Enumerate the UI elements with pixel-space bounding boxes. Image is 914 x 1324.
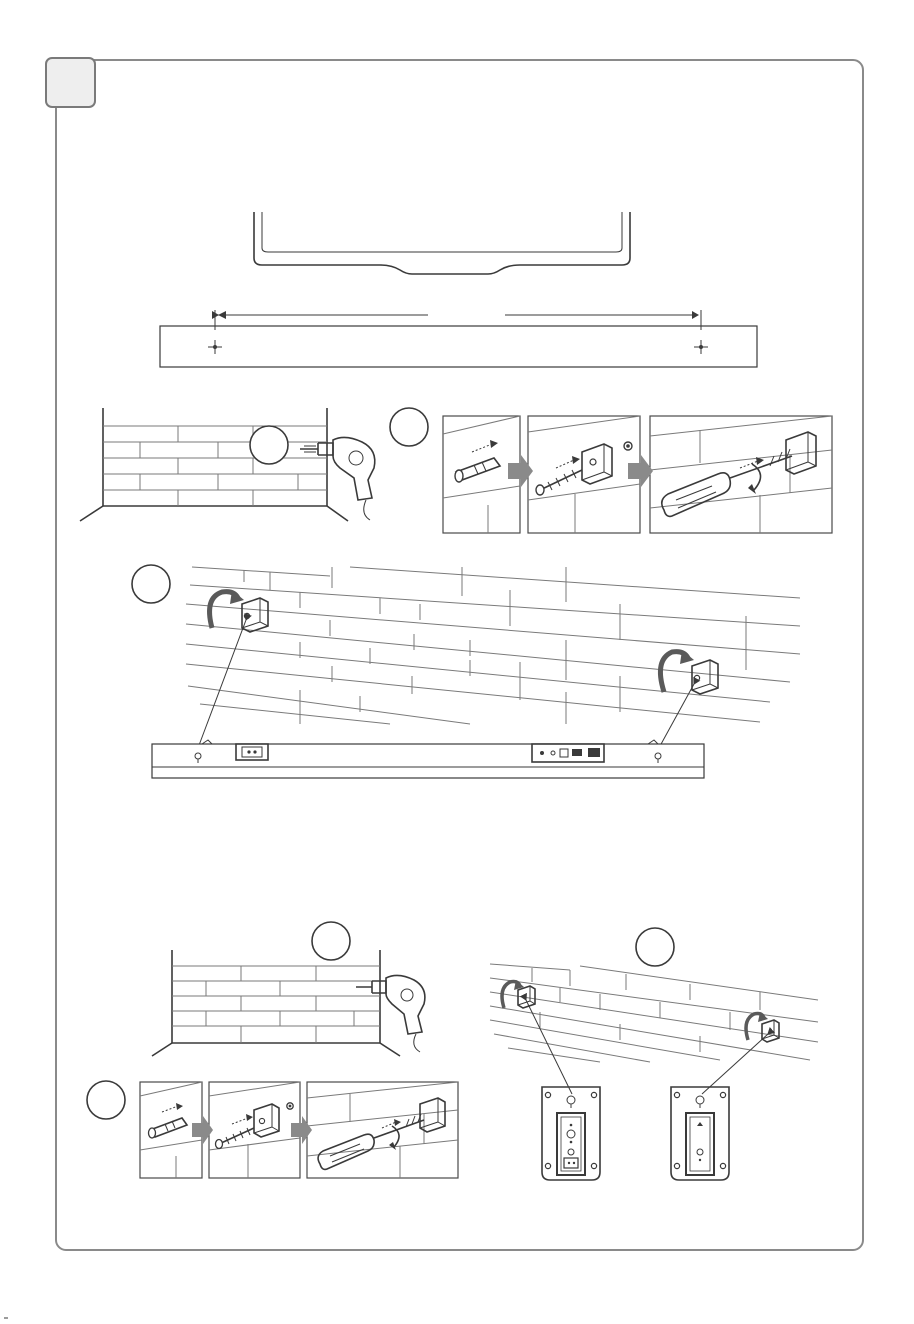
soundbar-back-panel — [152, 740, 704, 778]
speaker-back-panel-right — [671, 1087, 729, 1180]
rotate-arrow-icon — [746, 1012, 768, 1040]
power-socket-icon — [236, 744, 268, 760]
bracket-right — [762, 1020, 779, 1042]
io-panel-icon — [532, 744, 604, 762]
page-frame — [56, 60, 863, 1250]
soundbar-wall — [132, 565, 800, 748]
page-number-tab — [46, 58, 95, 107]
speaker-wall — [490, 928, 818, 1094]
step-badge-hang-speakers — [636, 928, 674, 966]
step-badge-drill-bottom — [312, 922, 350, 960]
step-badge-anchor-top — [390, 408, 428, 446]
drill-wall-bottom — [152, 922, 425, 1056]
mounting-template — [160, 310, 757, 367]
drill-wall-top — [80, 408, 375, 521]
bracket-left — [242, 598, 268, 632]
bracket-right — [692, 660, 718, 694]
tv-outline — [254, 212, 630, 274]
drill-icon — [356, 975, 425, 1052]
anchor-sequence-top — [390, 408, 832, 533]
anchor-sequence-bottom — [87, 1081, 458, 1178]
speaker-back-panel-left — [542, 1087, 600, 1180]
rotate-arrow-icon — [210, 590, 244, 628]
step-badge-drill-top — [250, 426, 288, 464]
step-badge-hang-soundbar — [132, 565, 170, 603]
step-badge-anchor-bottom — [87, 1081, 125, 1119]
drill-icon — [300, 437, 375, 520]
